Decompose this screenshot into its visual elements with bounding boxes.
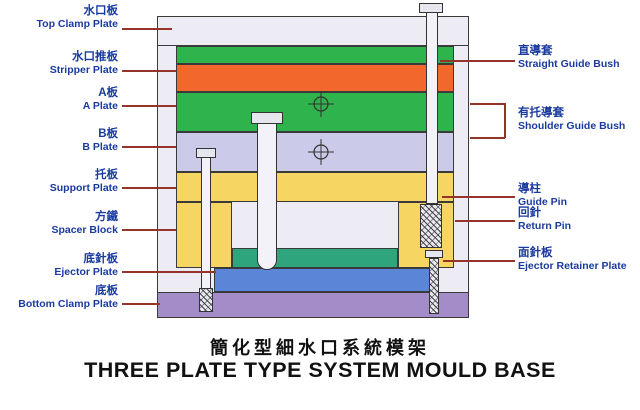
leader-line — [122, 146, 176, 148]
leader-line — [122, 271, 216, 273]
a-plate — [176, 92, 454, 132]
label-en: Bottom Clamp Plate — [18, 298, 118, 310]
ejector-plate — [214, 268, 438, 292]
label-cn: 回針 — [518, 207, 541, 219]
label-en: A Plate — [82, 100, 118, 112]
leader-line — [443, 260, 515, 262]
stripper-plate — [176, 46, 454, 64]
title-english: THREE PLATE TYPE SYSTEM MOULD BASE — [84, 358, 556, 382]
title-chinese: 簡化型細水口系統模架 — [210, 338, 430, 358]
leader-line — [440, 60, 515, 62]
label-en: Guide Pin — [518, 196, 568, 208]
label-en: Stripper Plate — [49, 64, 118, 76]
leader-line — [122, 229, 176, 231]
leader-line-bracket-vertical — [504, 103, 506, 138]
label-en: B Plate — [82, 141, 118, 153]
label-ejector-retainer-plate: 面針板 Ejector Retainer Plate — [518, 246, 640, 273]
label-b-plate: B板 B Plate — [0, 127, 118, 154]
label-en: Shoulder Guide Bush — [518, 120, 626, 132]
label-cn: B板 — [98, 128, 118, 140]
label-cn: 底針板 — [83, 253, 119, 265]
label-en: Return Pin — [518, 220, 572, 232]
leader-line-bracket-top — [470, 103, 505, 105]
label-cn: 水口板 — [83, 5, 119, 17]
label-shoulder-guide-bush: 有托導套 Shoulder Guide Bush — [518, 106, 640, 133]
label-en: Top Clamp Plate — [36, 18, 118, 30]
leader-line — [122, 70, 176, 72]
label-cn: A板 — [98, 87, 118, 99]
guide-pin-hatched-section — [420, 204, 442, 248]
label-en: Ejector Plate — [54, 266, 118, 278]
label-en: Spacer Block — [51, 224, 118, 236]
label-cn: 底板 — [95, 285, 118, 297]
label-straight-guide-bush: 直導套 Straight Guide Bush — [518, 44, 640, 71]
leader-line — [122, 303, 160, 305]
label-cn: 方鐵 — [95, 211, 118, 223]
label-return-pin: 回針 Return Pin — [518, 206, 640, 233]
support-plate — [176, 172, 454, 202]
label-cn: 水口推板 — [72, 51, 118, 63]
straight-guide-bush-shaft — [426, 12, 438, 204]
leader-line-bracket-bottom — [470, 137, 505, 139]
label-spacer-block: 方鐵 Spacer Block — [0, 210, 118, 237]
runner-plate — [176, 64, 454, 92]
label-stripper-plate: 水口推板 Stripper Plate — [0, 50, 118, 77]
label-bottom-clamp-plate: 底板 Bottom Clamp Plate — [0, 284, 118, 311]
guide-pin — [257, 123, 277, 270]
label-ejector-plate: 底針板 Ejector Plate — [0, 252, 118, 279]
label-en: Straight Guide Bush — [518, 58, 620, 70]
leader-line — [442, 196, 515, 198]
label-cn: 導柱 — [518, 183, 541, 195]
label-cn: 有托導套 — [518, 107, 564, 119]
label-cn: 直導套 — [518, 45, 553, 57]
return-pin-head — [425, 250, 443, 258]
leader-line — [455, 220, 515, 222]
crosshair-mark-lower — [308, 139, 334, 165]
leader-line — [122, 187, 176, 189]
top-clamp-plate — [157, 16, 469, 46]
label-cn: 面針板 — [518, 247, 553, 259]
label-en: Ejector Retainer Plate — [518, 260, 627, 272]
label-cn: 托板 — [95, 169, 118, 181]
crosshair-mark-upper — [308, 91, 334, 117]
left-pin-shaft — [201, 157, 211, 289]
leader-line — [122, 105, 176, 107]
label-a-plate: A板 A Plate — [0, 86, 118, 113]
label-en: Support Plate — [49, 182, 118, 194]
label-support-plate: 托板 Support Plate — [0, 168, 118, 195]
left-pin-hatched-section — [199, 288, 213, 312]
return-pin-shaft — [429, 258, 439, 314]
leader-line — [122, 28, 172, 30]
label-top-clamp-plate: 水口板 Top Clamp Plate — [0, 4, 118, 31]
label-guide-pin: 導柱 Guide Pin — [518, 182, 640, 209]
